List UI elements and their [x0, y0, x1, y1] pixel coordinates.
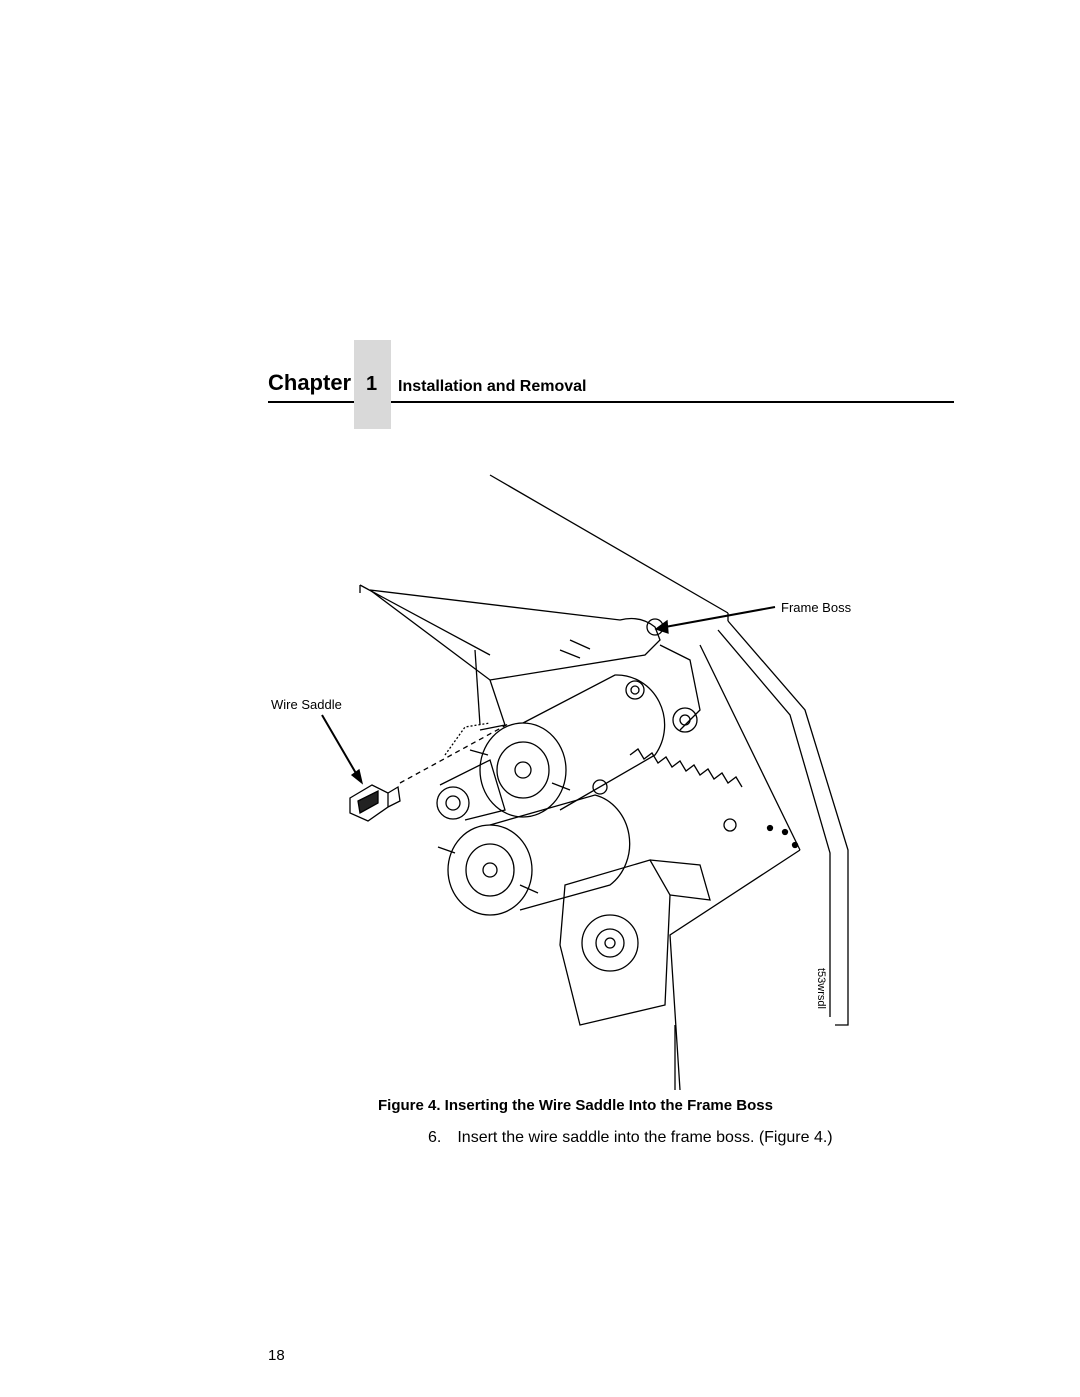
- chapter-label: Chapter: [268, 370, 352, 395]
- upper-motor: [469, 674, 666, 818]
- header-rule-left: [268, 401, 354, 403]
- bottom-roller: [559, 859, 711, 1026]
- figure-caption: Figure 4. Inserting the Wire Saddle Into…: [378, 1097, 773, 1114]
- chapter-number: 1: [366, 373, 378, 395]
- wire-saddle-label: Wire Saddle: [271, 697, 342, 712]
- frame-boss-label: Frame Boss: [781, 600, 852, 615]
- chapter-title: Installation and Removal: [398, 378, 587, 395]
- lower-motor: [437, 794, 631, 916]
- housing-outline: [359, 474, 849, 1091]
- chapter-tab: [354, 340, 391, 429]
- drive-gear: [436, 722, 506, 821]
- drawing-code: t53wrsdl: [815, 968, 827, 1009]
- wire-saddle-illustration: [321, 474, 849, 1091]
- header-rule-right: [391, 401, 954, 403]
- top-plate: [369, 589, 661, 731]
- instruction-step: 6. Insert the wire saddle into the frame…: [428, 1129, 833, 1146]
- spring: [629, 748, 743, 832]
- page-number: 18: [268, 1347, 285, 1364]
- wire-saddle-part: [349, 784, 401, 822]
